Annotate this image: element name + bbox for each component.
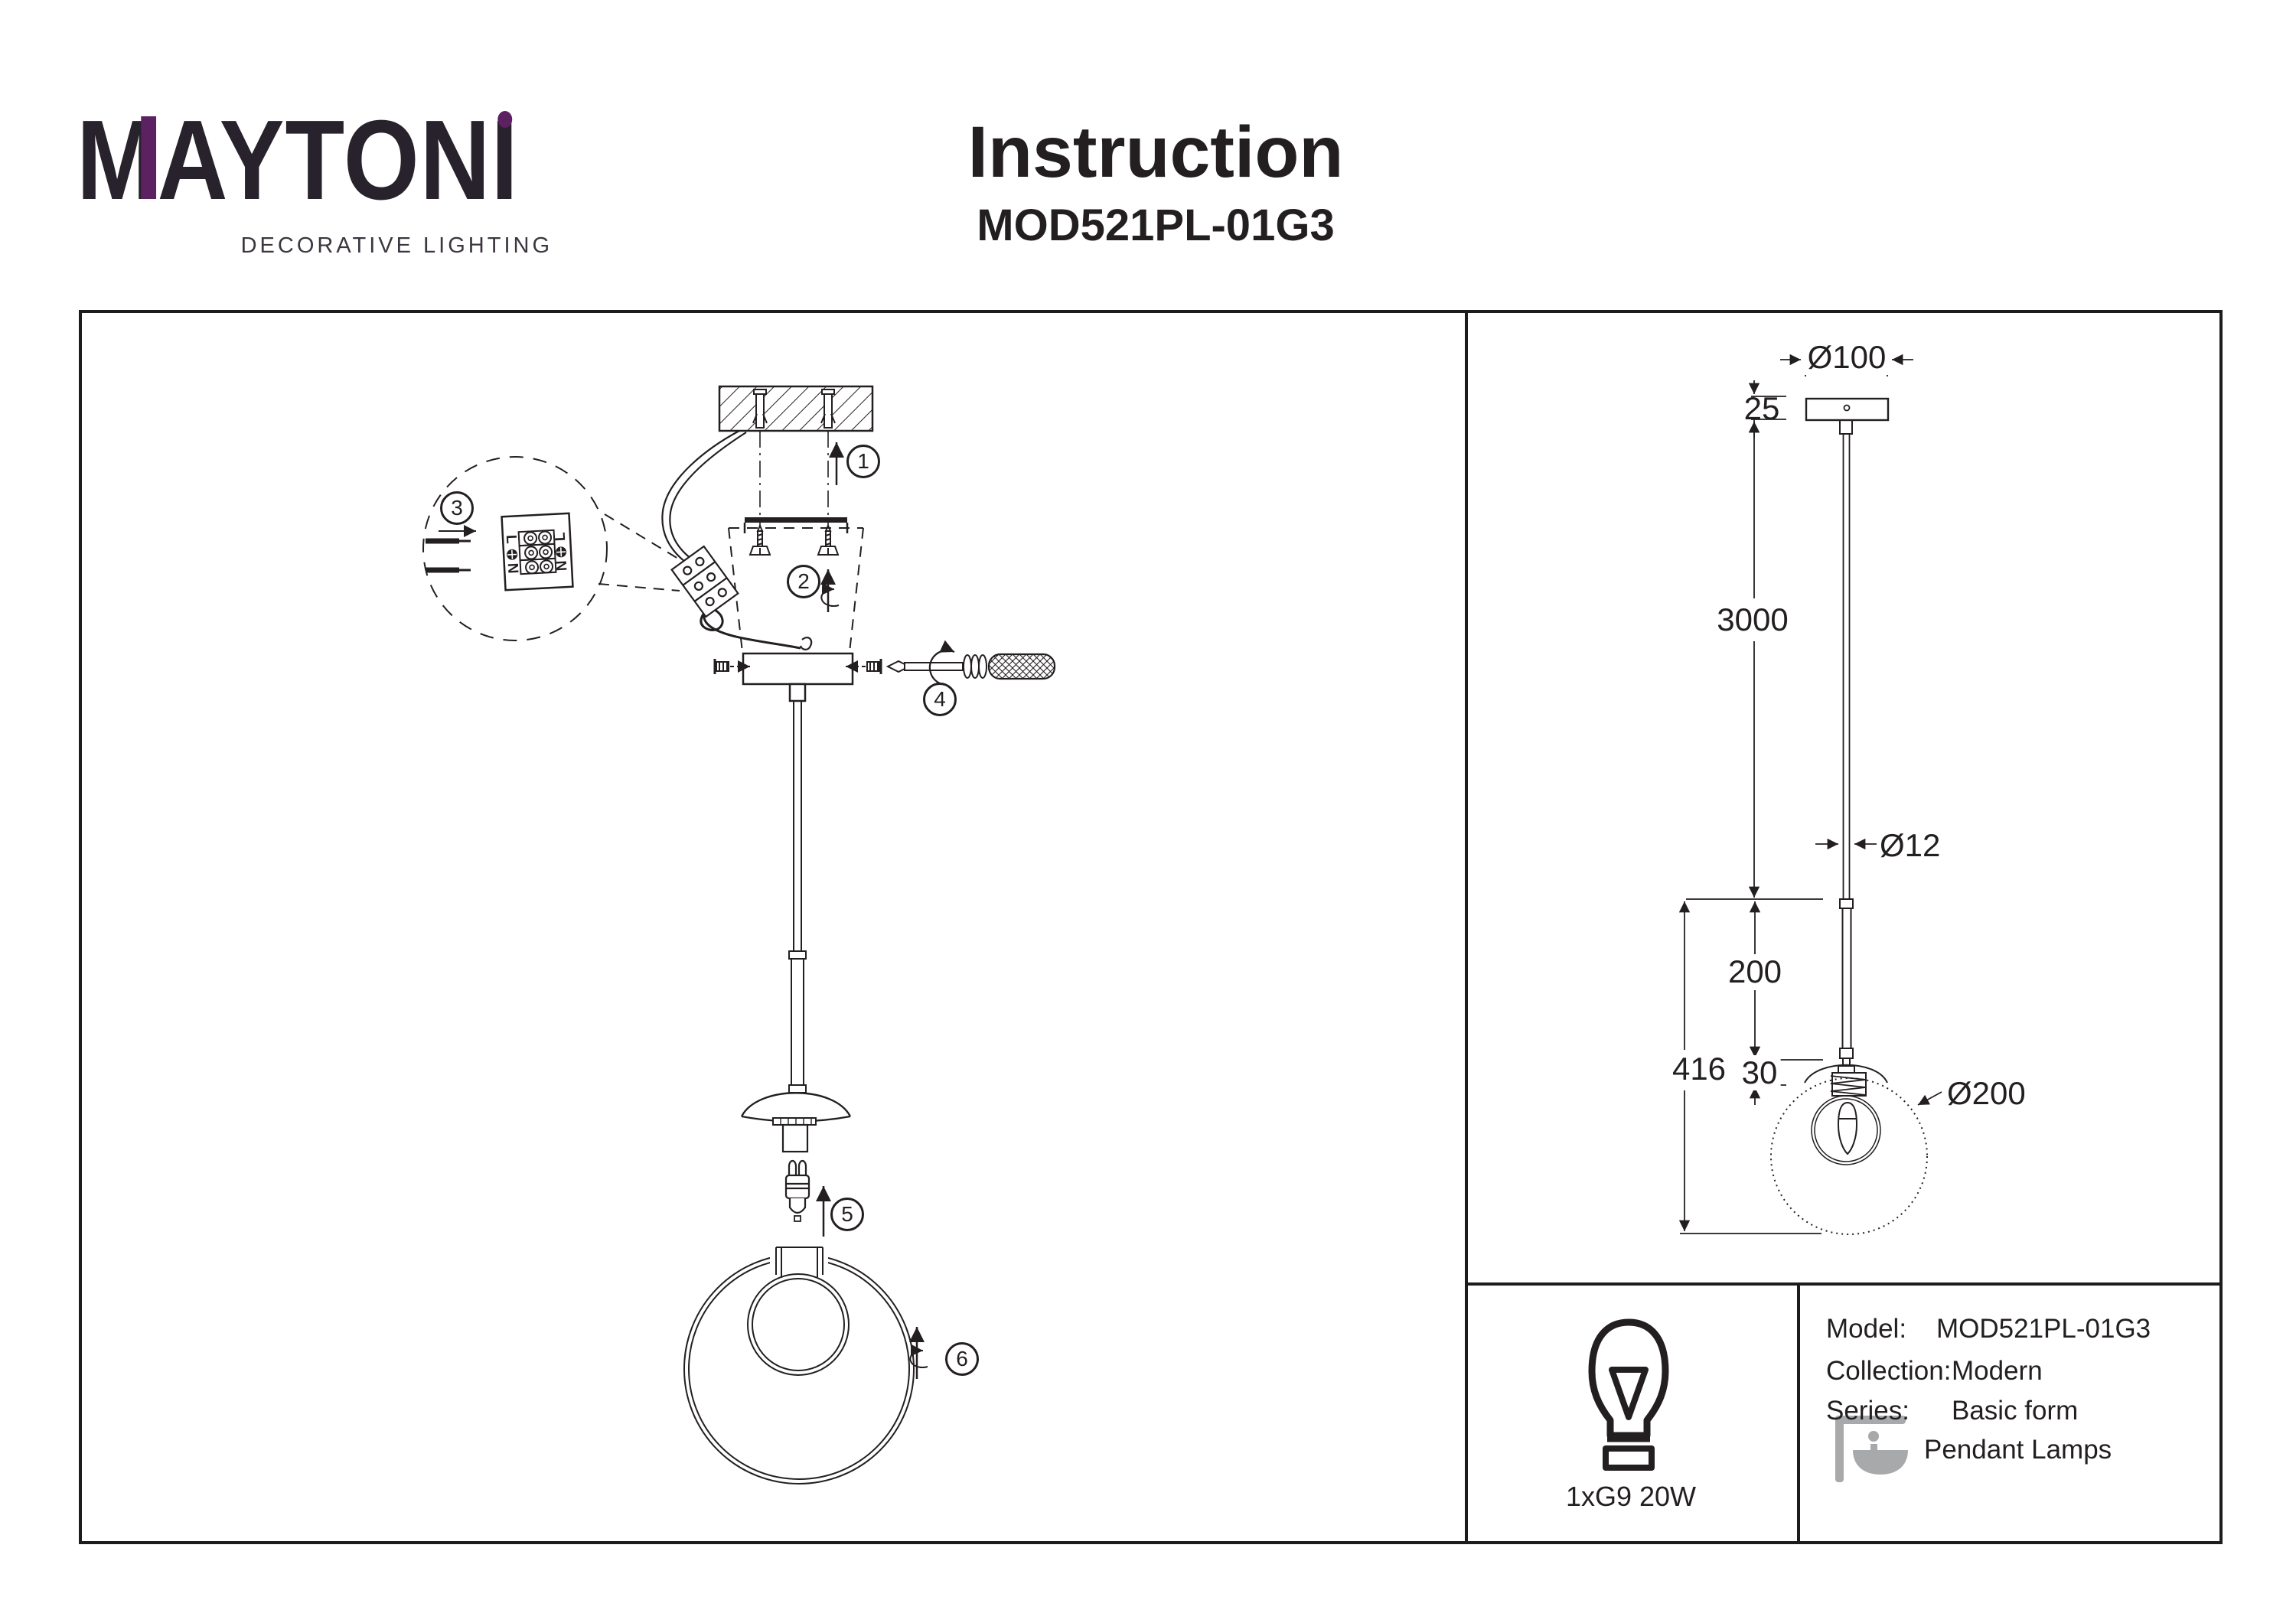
terminal-block-detail: L N L N [501, 512, 574, 592]
spec-series-label: Series: [1826, 1396, 1910, 1426]
suspension-rod [788, 701, 807, 1093]
dim-globe-leader [1917, 1091, 1942, 1106]
glass-globe [683, 1241, 915, 1484]
terminal-label-live-right: L [553, 532, 569, 542]
spec-divider-vertical [1797, 1282, 1800, 1544]
dim-canopy-diameter: Ø100 [1804, 340, 1890, 375]
dim-canopy-height: 25 [1743, 390, 1780, 426]
spec-collection-value: Modern [1952, 1356, 2043, 1386]
wall-anchor-left [752, 389, 768, 429]
mounting-screw-right [817, 523, 840, 556]
detail-circle [422, 456, 608, 641]
screwdriver-icon [885, 640, 1056, 684]
dim-socket-height: 30 [1738, 1055, 1781, 1090]
dim-shade-dome [1804, 1064, 1888, 1084]
dim-rod-length: 200 [1724, 954, 1786, 989]
dimensions-panel [1465, 310, 2223, 1544]
step-badge-3: 3 [440, 491, 474, 525]
step-badge-2: 2 [787, 565, 820, 598]
dim-globe-opening [1811, 1095, 1881, 1165]
spec-divider-horizontal [1465, 1282, 2223, 1286]
supply-wires [661, 430, 813, 650]
earth-symbol-right [556, 546, 567, 558]
dim-suspension-wire [1842, 434, 1851, 899]
step-badge-6: 6 [945, 1342, 979, 1376]
spec-series-value: Basic form [1952, 1396, 2079, 1426]
bulb-icon [1588, 1318, 1669, 1471]
ceiling-hatch [718, 385, 874, 432]
stripped-wires [426, 525, 476, 573]
shade-dome [740, 1092, 852, 1153]
lamp-socket [781, 1123, 809, 1153]
dim-rod-diameter: Ø12 [1877, 828, 1944, 863]
logo-purple-bar [141, 116, 157, 199]
title-block: Instruction MOD521PL-01G3 [804, 113, 1508, 251]
spec-model-value: MOD521PL-01G3 [1936, 1314, 2151, 1344]
logo-tagline: DECORATIVE LIGHTING [240, 233, 553, 258]
spec-model-label: Model: [1826, 1314, 1907, 1344]
page-model-number: MOD521PL-01G3 [977, 200, 1335, 250]
wall-anchor-right [820, 389, 836, 429]
alignment-guides [759, 431, 829, 536]
g9-bulb [784, 1159, 810, 1222]
dim-shade-diameter: Ø200 [1944, 1076, 2029, 1111]
canopy-screw-right [846, 659, 882, 674]
step-badge-1: 1 [846, 445, 880, 478]
logo-letter-i: I [491, 97, 519, 223]
terminal-label-neutral-right: N [554, 560, 571, 572]
terminal-label-live-left: L [503, 534, 520, 544]
step2-arrow [820, 569, 840, 612]
logo-i-dot-icon [497, 110, 513, 129]
canopy-screw-left [713, 659, 750, 674]
step-badge-4: 4 [923, 683, 957, 716]
step6-arrow [909, 1327, 928, 1379]
dim-suspension-length: 3000 [1714, 602, 1792, 637]
pendant-lamp-icon [1835, 1416, 1908, 1482]
earth-symbol-left [507, 549, 518, 560]
detail-leader-lines [598, 513, 680, 592]
logo-wordmark: MAYTONI [77, 104, 519, 217]
dim-globe [1770, 1077, 1928, 1235]
logo-letters-mid: AYTON [157, 97, 491, 223]
page-title: Instruction [967, 112, 1344, 193]
dim-canopy [1805, 397, 1890, 435]
bulb-spec-label: 1xG9 20W [1565, 1481, 1697, 1512]
terminal-label-neutral-left: N [504, 562, 521, 574]
dim-fixture-height: 416 [1668, 1051, 1730, 1087]
canopy-base [742, 652, 854, 702]
mounting-screw-left [748, 523, 771, 556]
step-badge-5: 5 [830, 1198, 864, 1231]
maytoni-logo: MAYTONI [77, 104, 591, 217]
spec-category-value: Pendant Lamps [1924, 1435, 2112, 1465]
spec-collection-label: Collection: [1826, 1356, 1952, 1386]
terminal-block-small [670, 545, 739, 618]
dim-candle-bulb [1837, 1101, 1858, 1155]
dim-rod [1830, 898, 1867, 1097]
